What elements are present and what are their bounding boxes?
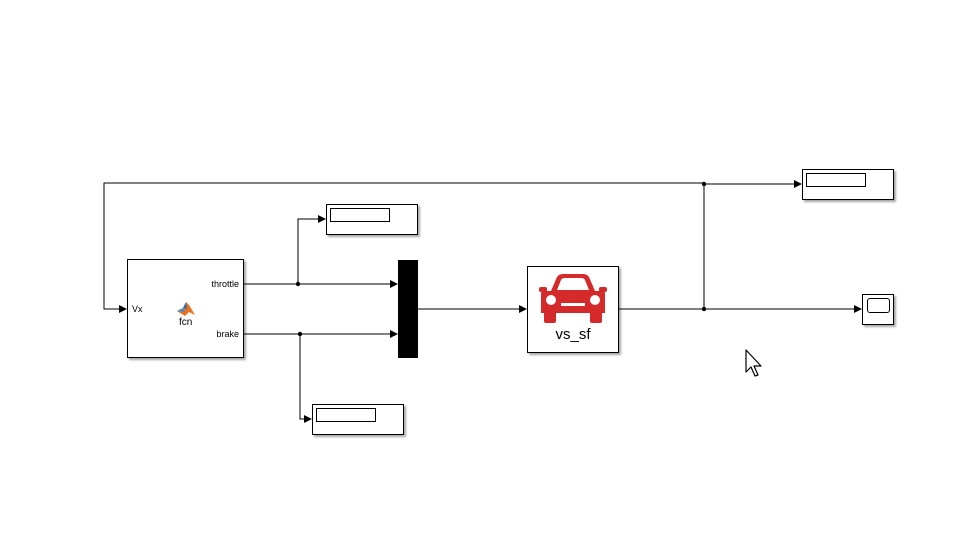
- signal-line-brake-display[interactable]: [299, 334, 312, 423]
- branch-point: [295, 281, 301, 287]
- output-port-throttle-label: throttle: [211, 279, 239, 289]
- branch-point: [701, 306, 707, 312]
- function-name-label: fcn: [179, 317, 193, 328]
- branch-point: [701, 181, 707, 187]
- signal-line-throttle-display[interactable]: [297, 215, 326, 284]
- display-block-velocity[interactable]: [802, 169, 894, 200]
- input-port-vx-label: Vx: [132, 304, 143, 314]
- output-port-brake-label: brake: [216, 329, 239, 339]
- matlab-function-block[interactable]: Vx throttle brake fcn: [127, 259, 244, 358]
- mouse-pointer-icon: [745, 349, 762, 377]
- car-icon: [539, 274, 607, 323]
- display-value-field: [330, 208, 390, 222]
- vehicle-block-label: vs_sf: [555, 326, 591, 343]
- scope-block[interactable]: [862, 294, 894, 325]
- branch-point: [297, 331, 303, 337]
- matlab-logo-icon: [177, 302, 195, 316]
- vehicle-block[interactable]: vs_sf: [527, 266, 619, 353]
- signal-line-feedback[interactable]: [103, 182, 705, 313]
- display-block-throttle[interactable]: [326, 204, 418, 235]
- scope-icon: [867, 298, 890, 313]
- display-value-field: [806, 173, 866, 187]
- display-block-brake[interactable]: [312, 404, 404, 435]
- display-value-field: [316, 408, 376, 422]
- mux-block[interactable]: [398, 260, 418, 358]
